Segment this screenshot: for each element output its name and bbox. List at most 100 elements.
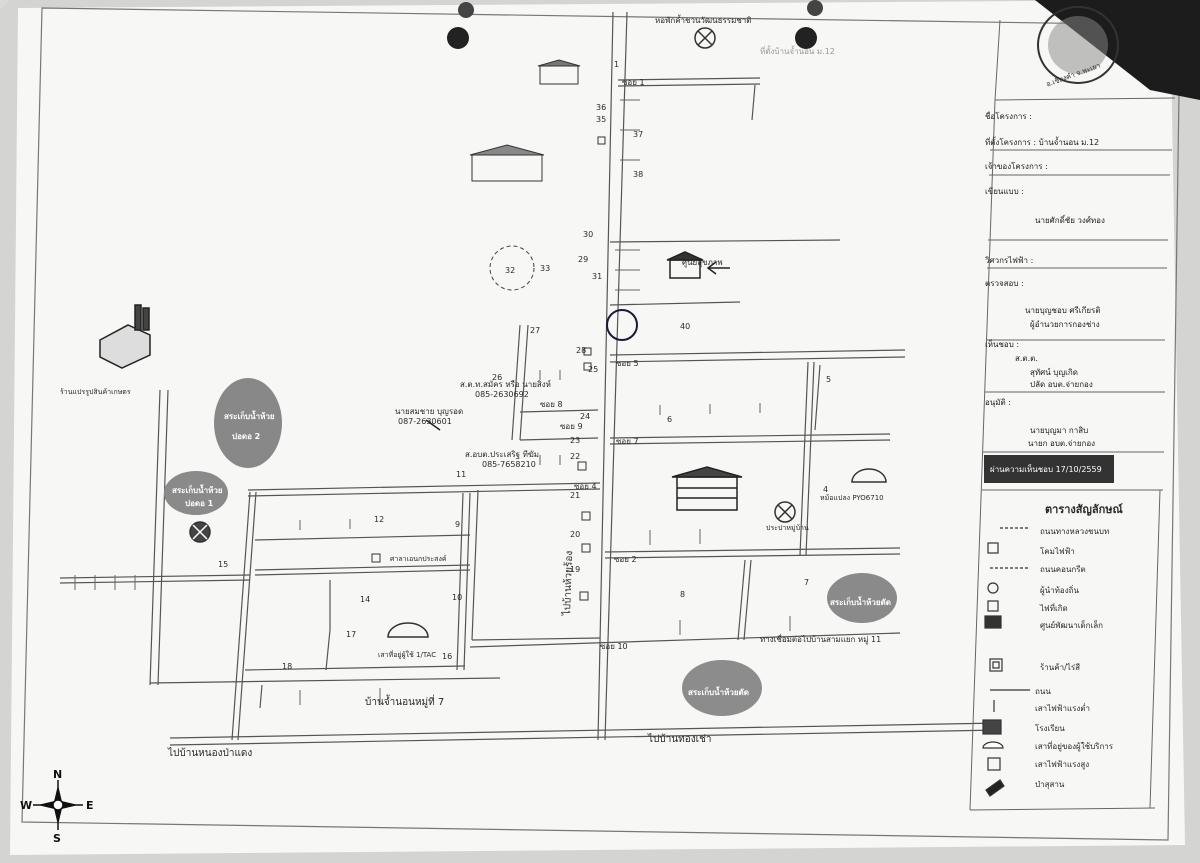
pole-number: 36 (596, 103, 607, 112)
owner-label: เจ้าของโครงการ : (985, 162, 1048, 171)
office-building (469, 144, 545, 182)
compass-north: N (53, 768, 63, 781)
village-label: บ้านจ้ำนอนหมู่ที่ 7 (365, 697, 445, 708)
road-label-11: ทางเชื่อมต่อไปบ้านสามแยก หมู่ 11 (760, 635, 882, 644)
shop-building (537, 59, 581, 85)
legend-label-childcare: ศูนย์พัฒนาเด็กเล็ก (1040, 621, 1103, 630)
phone-b-label: 087-2630601 (398, 417, 452, 426)
pond-sub-1: ปอดอ 1 (185, 499, 214, 508)
pond-label-2: สระเก็บน้ำห้วย (224, 412, 275, 421)
legend-label-concrete-road: ถนนคอนกรีต (1040, 565, 1086, 574)
temple-label: หอพักค้ำชวนวัฒนธรรมชาติ (655, 16, 752, 25)
pole-number: 30 (583, 230, 594, 239)
legend-label-service-post: เสาที่อยู่ของผู้ใช้บริการ (1035, 742, 1114, 751)
legend-label-school: โรงเรียน (1035, 724, 1065, 733)
meter-label: เสาที่อยู่ผู้ใช้ 1/TAC (378, 651, 437, 659)
approved-label: เห็นชอบ : (985, 340, 1020, 349)
compass-south: S (53, 832, 61, 845)
pole-number: 20 (570, 530, 581, 539)
pole-number: 28 (576, 346, 587, 355)
school-building (671, 466, 743, 511)
leader-b-label: นายสมชาย บุญรอด (395, 407, 464, 416)
pond-label-3: สระเก็บน้ำห้วยตัด (830, 598, 891, 607)
pole-number: 5 (826, 375, 832, 384)
legend-label-lv-pole: เสาไฟฟ้าแรงต่ำ (1035, 704, 1090, 713)
road-label-top: ที่ตั้งบ้านจ้ำนอน ม.12 (760, 47, 835, 56)
transformer-symbols (189, 27, 796, 543)
legend-label-road: ถนน (1035, 687, 1051, 696)
engineer-label: วิศวกรไฟฟ้า : (985, 256, 1034, 265)
pole-number: 19 (570, 565, 581, 574)
location-label: ที่ตั้งโครงการ : บ้านจ้ำนอน ม.12 (985, 138, 1100, 147)
compass-rose (33, 780, 83, 830)
soi-label-1: ซอย 1 (622, 78, 645, 87)
soi-label-9: ซอย 9 (560, 422, 583, 431)
health-center-label: ศูนย์สุขภาพ (682, 258, 723, 267)
approved-title: ส.ต.ต. (1015, 354, 1038, 363)
soi-label-5: ซอย 5 (616, 359, 639, 368)
road-label-hua-rong: ไปบ้านห้วยร้อง (561, 550, 576, 616)
pole-number: 17 (346, 630, 357, 639)
legend-label-cemetery: ป่าสุสาน (1035, 780, 1065, 789)
pole-number: 11 (456, 470, 467, 479)
legend-label-hv-pole: เสาไฟฟ้าแรงสูง (1035, 760, 1090, 769)
leader-a-label: ส.ต.ท.สมัคร หรือ นายสิงห์ (460, 380, 551, 389)
authorize-role: นายก อบต.จ่ายกอง (1028, 439, 1096, 448)
legend-label-local-leader: ผู้นำท้องถิ่น (1040, 586, 1079, 595)
soi-label-8: ซอย 8 (540, 400, 563, 409)
checked-name: นายบุญชอบ ศรีเกียรติ (1025, 306, 1101, 315)
leader-c-label: ส.อบต.ประเสริฐ ทีฆัม (465, 450, 540, 459)
pole-number: 21 (570, 491, 581, 500)
pole-number: 7 (804, 578, 810, 587)
legend-title: ตารางสัญลักษณ์ (1045, 503, 1123, 516)
pole-number: 6 (667, 415, 673, 424)
pole-number: 35 (596, 115, 607, 124)
pond-sub-2: ปอดอ 2 (232, 432, 261, 441)
compass-east: E (86, 799, 94, 812)
pole-number: 29 (578, 255, 589, 264)
factory-label: ร้านแปรรูปสินค้าเกษตร (60, 388, 131, 396)
checked-label: ตรวจสอบ : (985, 279, 1024, 288)
soi-label-7: ซอย 7 (616, 437, 639, 446)
pole-number: 16 (442, 652, 453, 661)
approved-name: สุทัศน์ บุญเกิด (1030, 368, 1078, 377)
pole-number: 33 (540, 264, 551, 273)
approved-role: ปลัด อบต.จ่ายกอง (1030, 380, 1093, 389)
pump-label: ประปาหมู่บ้าน (766, 524, 809, 532)
legend-label-rural-road: ถนนทางหลวงชนบท (1040, 527, 1110, 536)
factory-building (99, 304, 151, 369)
pole-number: 38 (633, 170, 644, 179)
pond-label-1: สระเก็บน้ำห้วย (172, 486, 223, 495)
title-block-frame (969, 19, 1176, 811)
pole-number: 12 (374, 515, 385, 524)
compass-west: W (20, 799, 33, 812)
pole-number: 22 (570, 452, 581, 461)
phone-a-label: 085-2630692 (475, 390, 529, 399)
road-label-nong-pa: ไปบ้านหนองป่าแดง (168, 748, 253, 759)
pond-label-4: สระเก็บน้ำห้วยตัด (688, 688, 749, 697)
soi-label-10: ซอย 10 (600, 642, 628, 651)
child-center-building (666, 251, 704, 279)
pole-number: 18 (282, 662, 293, 671)
pole-number: 1 (614, 60, 620, 69)
pole-number: 37 (633, 130, 644, 139)
pole-number: 40 (680, 322, 691, 331)
pole-number: 9 (455, 520, 461, 529)
pole-number: 10 (452, 593, 463, 602)
road-network (59, 11, 1001, 746)
pole-number: 23 (570, 436, 581, 445)
drawn-by-label: เขียนแบบ : (985, 187, 1024, 196)
lamp-symbols (371, 136, 606, 601)
approval-stamp: ผ่านความเห็นชอบ 17/10/2559 (990, 465, 1102, 474)
drawn-by-name: นายศักดิ์ชัย วงศ์ทอง (1035, 216, 1105, 225)
legend-label-shop: ร้านค้า/ไร่สี (1040, 663, 1080, 672)
pole-number: 27 (530, 326, 541, 335)
legend-label-street-lamp: โคมไฟฟ้า (1040, 547, 1075, 556)
soi-label-2: ซอย 2 (614, 555, 637, 564)
pole-number: 31 (592, 272, 603, 281)
shop-label: ศาลาเอนกประสงค์ (390, 555, 447, 563)
legend-symbols (982, 527, 1030, 797)
pole-number: 4 (823, 485, 829, 494)
